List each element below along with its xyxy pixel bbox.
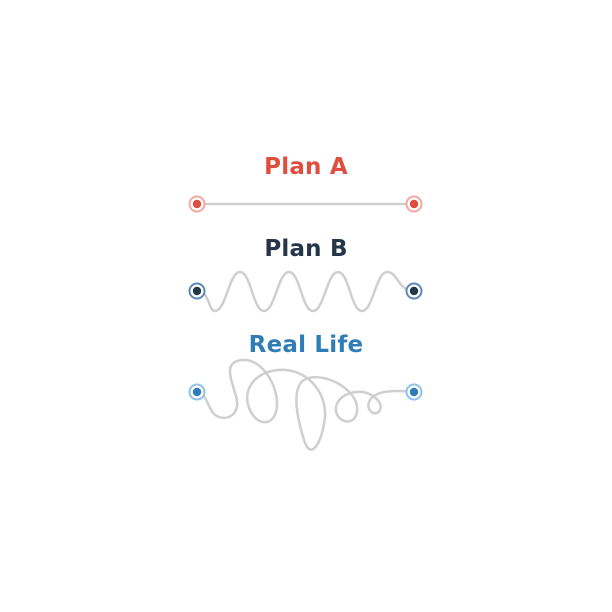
plan-a-end-node bbox=[405, 195, 423, 213]
real-life-title: Real Life bbox=[248, 332, 364, 358]
plan-b-end-node bbox=[405, 282, 423, 300]
real-life-path bbox=[195, 358, 416, 451]
real-life-end-node bbox=[405, 383, 423, 401]
plan-a-start-node bbox=[188, 195, 206, 213]
plan-b-start-node bbox=[188, 282, 206, 300]
plan-a-title: Plan A bbox=[264, 154, 348, 180]
plan-b-path bbox=[195, 270, 416, 313]
real-life-start-node bbox=[188, 383, 206, 401]
plan-b-title: Plan B bbox=[264, 236, 348, 262]
